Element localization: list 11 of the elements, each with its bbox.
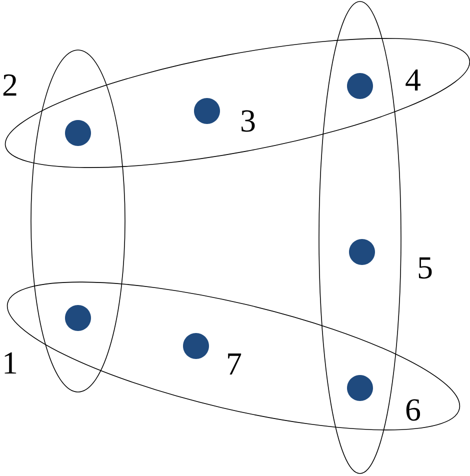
vertex-label: 7 xyxy=(228,354,242,374)
vertex-label: 4 xyxy=(406,69,420,91)
ellipse xyxy=(30,50,126,392)
ellipse xyxy=(318,1,402,474)
vertex-dot xyxy=(65,120,91,146)
vertex-dot xyxy=(65,305,91,331)
vertex-label: 5 xyxy=(418,257,432,279)
vertex-label: 6 xyxy=(406,399,420,421)
vertex-label: 1 xyxy=(4,352,16,374)
vertex-label: 2 xyxy=(3,74,16,96)
vertex-label: 3 xyxy=(242,110,255,132)
